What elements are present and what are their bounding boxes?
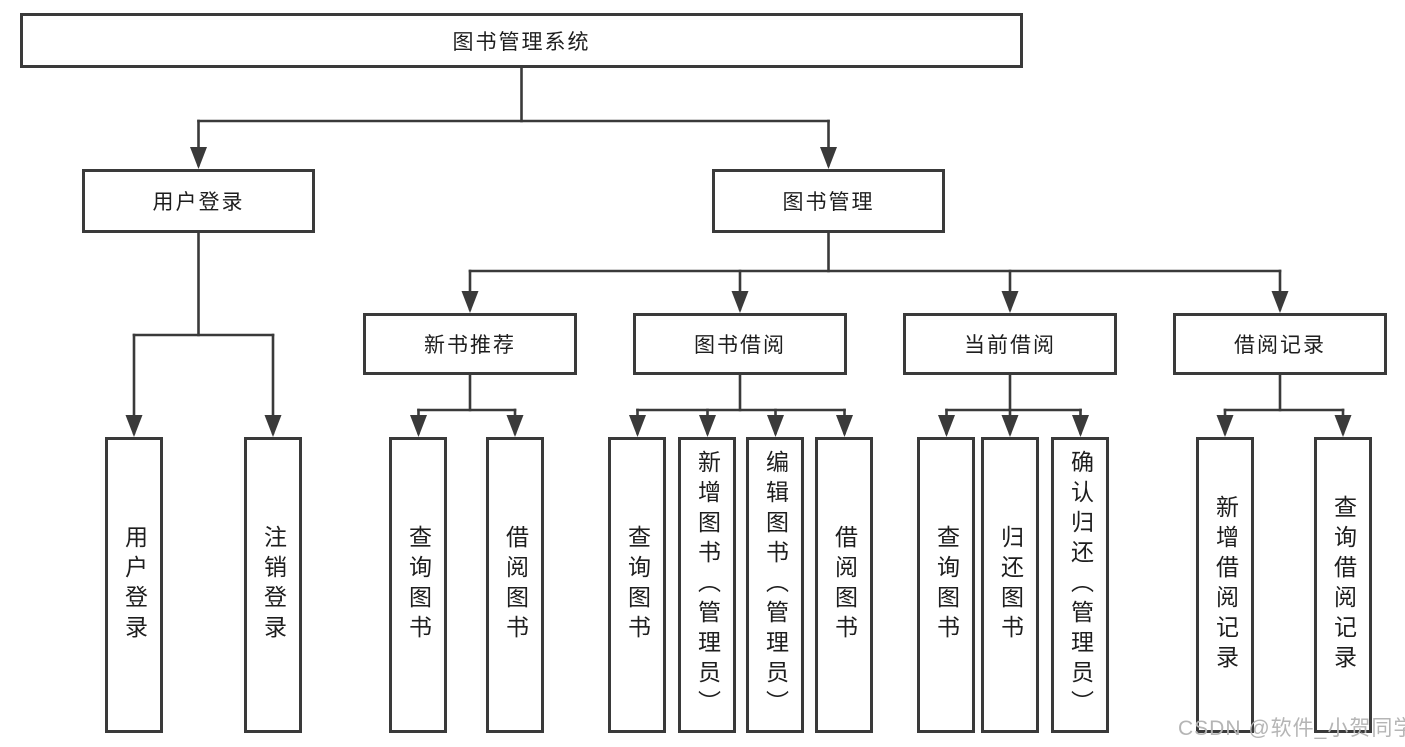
node-label: 编辑图书（管理员） bbox=[762, 450, 789, 720]
node-book-management: 图书管理 bbox=[712, 169, 945, 233]
node-library-management-system: 图书管理系统 bbox=[20, 13, 1023, 68]
connector-root-to-level2 bbox=[190, 66, 837, 169]
leaf-current-confirm-return-admin: 确认归还（管理员） bbox=[1051, 437, 1109, 733]
connector-current-borrowing-children bbox=[938, 373, 1089, 437]
leaf-records-query-borrow-record: 查询借阅记录 bbox=[1314, 437, 1372, 733]
node-label: 图书管理系统 bbox=[452, 30, 591, 54]
node-label: 确认归还（管理员） bbox=[1067, 450, 1094, 720]
node-label: 图书管理 bbox=[782, 191, 875, 214]
node-label: 查询图书 bbox=[405, 525, 432, 645]
node-label: 借阅记录 bbox=[1234, 334, 1326, 357]
leaf-current-return-books: 归还图书 bbox=[981, 437, 1039, 733]
node-label: 查询借阅记录 bbox=[1330, 495, 1357, 675]
connector-book-management-children bbox=[461, 231, 1289, 313]
leaf-newrec-borrow-books: 借阅图书 bbox=[486, 437, 544, 733]
leaf-records-add-borrow-record: 新增借阅记录 bbox=[1196, 437, 1254, 733]
node-label: 查询图书 bbox=[624, 525, 651, 645]
node-book-borrowing: 图书借阅 bbox=[633, 313, 847, 375]
node-label: 用户登录 bbox=[152, 191, 245, 214]
node-new-book-recommendation: 新书推荐 bbox=[363, 313, 577, 375]
leaf-logout: 注销登录 bbox=[244, 437, 302, 733]
node-label: 新增借阅记录 bbox=[1212, 495, 1239, 675]
node-label: 新书推荐 bbox=[424, 334, 516, 357]
node-label: 归还图书 bbox=[997, 525, 1024, 645]
node-label: 当前借阅 bbox=[964, 334, 1056, 357]
leaf-borrowing-add-books-admin: 新增图书（管理员） bbox=[678, 437, 736, 733]
node-label: 借阅图书 bbox=[502, 525, 529, 645]
node-borrowing-records: 借阅记录 bbox=[1173, 313, 1387, 375]
node-user-login: 用户登录 bbox=[82, 169, 315, 233]
connector-borrowing-records-children bbox=[1216, 373, 1352, 437]
node-label: 查询图书 bbox=[933, 525, 960, 645]
connector-book-borrowing-children bbox=[629, 373, 853, 437]
node-label: 图书借阅 bbox=[694, 334, 786, 357]
node-current-borrowing: 当前借阅 bbox=[903, 313, 1117, 375]
node-label: 借阅图书 bbox=[831, 525, 858, 645]
leaf-current-query-books: 查询图书 bbox=[917, 437, 975, 733]
node-label: 注销登录 bbox=[260, 525, 287, 645]
node-label: 用户登录 bbox=[121, 525, 148, 645]
leaf-borrowing-query-books: 查询图书 bbox=[608, 437, 666, 733]
watermark: CSDN @软件_小贺同学 bbox=[1178, 717, 1405, 740]
leaf-borrowing-borrow-books: 借阅图书 bbox=[815, 437, 873, 733]
leaf-borrowing-edit-books-admin: 编辑图书（管理员） bbox=[746, 437, 804, 733]
connector-user-login-children bbox=[125, 231, 282, 437]
node-label: 新增图书（管理员） bbox=[694, 450, 721, 720]
leaf-user-login: 用户登录 bbox=[105, 437, 163, 733]
connector-new-book-recommendation-children bbox=[410, 373, 524, 437]
leaf-newrec-query-books: 查询图书 bbox=[389, 437, 447, 733]
